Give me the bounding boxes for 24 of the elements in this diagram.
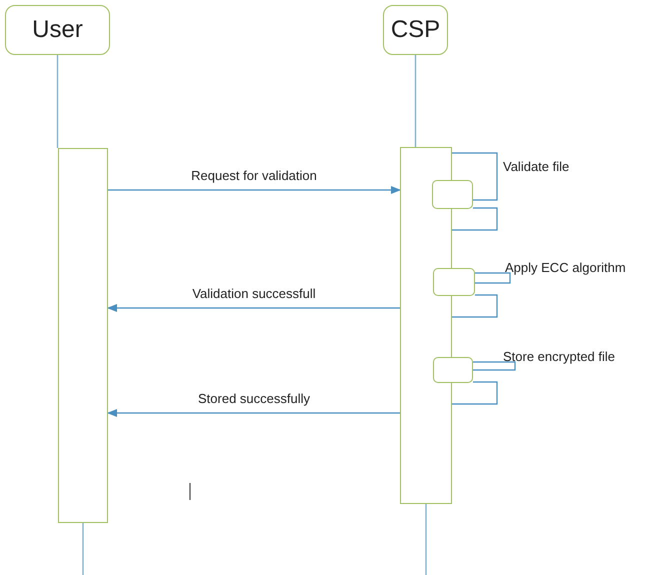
step-label: Apply ECC algorithm: [505, 260, 626, 275]
activation-bar: [400, 147, 452, 504]
self-message-bracket: [452, 294, 498, 318]
self-message-bracket: [452, 207, 498, 231]
activation-bar: [58, 148, 108, 523]
self-message-bracket: [452, 152, 498, 201]
edge-label: Stored successfully: [196, 391, 312, 406]
lifeline: [82, 523, 84, 575]
step-label: Validate file: [503, 159, 570, 174]
message-arrow: [107, 304, 400, 312]
message-arrow: [108, 186, 401, 194]
self-message-bracket: [452, 381, 498, 405]
step-label: Store encrypted file: [503, 349, 616, 364]
message-arrow: [107, 409, 400, 417]
edge-label: Validation successfull: [190, 286, 318, 301]
activity-box: [432, 180, 473, 209]
lifeline: [425, 504, 427, 575]
activity-box: [433, 268, 475, 296]
lifeline: [414, 55, 416, 147]
activity-box: [433, 357, 473, 383]
participant-box: User: [5, 5, 110, 55]
edge-label: Request for validation: [189, 168, 319, 183]
lifeline: [56, 55, 58, 148]
participant-box: CSP: [383, 5, 448, 55]
